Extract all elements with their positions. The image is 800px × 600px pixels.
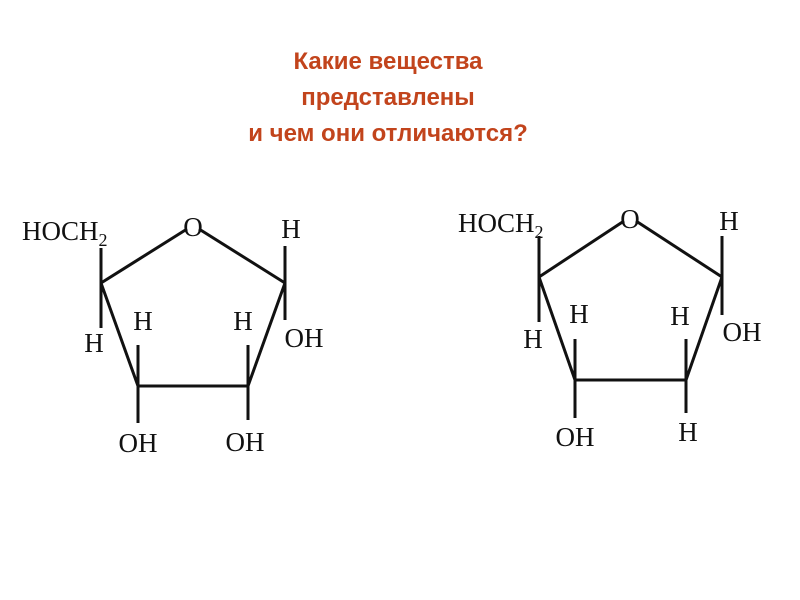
c2-bottom: OH <box>226 427 265 457</box>
c2-bottom: H <box>678 417 698 447</box>
c4-bottom: H <box>84 328 104 358</box>
c3-top: H <box>133 306 153 336</box>
c3-top: H <box>569 299 589 329</box>
molecule-ribose: O HOCH2 H OH H H OH H OH <box>22 212 324 458</box>
c1-bottom: OH <box>285 323 324 353</box>
c2-top: H <box>670 301 690 331</box>
ring-oxygen: O <box>620 204 640 234</box>
c3-bottom: OH <box>556 422 595 452</box>
c5-group: HOCH2 <box>22 216 108 250</box>
c5-group: HOCH2 <box>458 208 544 242</box>
c1-bottom: OH <box>723 317 762 347</box>
c1-top: H <box>281 214 301 244</box>
molecule-deoxyribose: O HOCH2 H OH H H OH H H <box>458 204 762 452</box>
title-line-3: и чем они отличаются? <box>248 120 528 147</box>
title-line-2: представлены <box>301 84 475 111</box>
ring-oxygen: O <box>183 212 203 242</box>
c4-bottom: H <box>523 324 543 354</box>
c3-bottom: OH <box>119 428 158 458</box>
c1-top: H <box>719 206 739 236</box>
c2-top: H <box>233 306 253 336</box>
title-line-1: Какие вещества <box>293 48 483 75</box>
